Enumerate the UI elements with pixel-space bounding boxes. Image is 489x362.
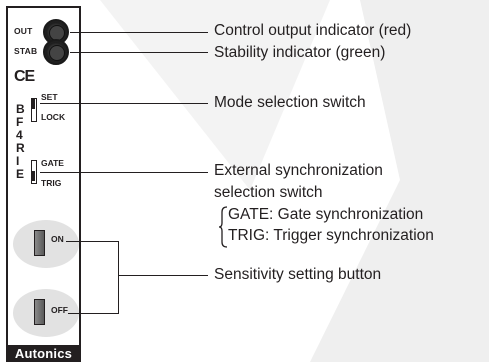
mode-selection-switch[interactable] [31, 98, 37, 122]
leader-sync-switch [40, 172, 208, 173]
sync-switch-knob [32, 171, 35, 181]
leader-on-button [66, 241, 118, 242]
leader-mode-switch [40, 103, 208, 104]
callout-sensitivity: Sensitivity setting button [214, 266, 382, 283]
ce-mark: CE [14, 68, 35, 85]
off-label: OFF [51, 305, 68, 315]
leader-sensitivity [118, 275, 208, 276]
callout-control-output: Control output indicator (red) [214, 22, 412, 39]
mode-switch-knob [32, 99, 35, 109]
model-char: E [16, 167, 25, 181]
out-indicator-label: OUT [14, 26, 33, 36]
stab-indicator-label: STAB [14, 46, 38, 56]
model-char: 4 [16, 128, 23, 142]
callout-sync-line1: External synchronization [214, 162, 383, 179]
brace-icon [218, 206, 228, 248]
on-button-area [13, 220, 79, 268]
leader-stability [70, 52, 208, 53]
model-char: I [16, 154, 20, 168]
lock-label: LOCK [41, 112, 66, 122]
callout-sync-line2: selection switch [214, 184, 323, 201]
model-char: R [16, 141, 25, 155]
on-label: ON [51, 234, 64, 244]
leader-control-output [70, 32, 208, 33]
callout-stability: Stability indicator (green) [214, 44, 386, 61]
callout-gate-desc: GATE: Gate synchronization [228, 206, 424, 223]
leader-bracket [118, 241, 119, 314]
callout-mode-switch: Mode selection switch [214, 94, 366, 111]
leader-off-button [68, 313, 118, 314]
gate-label: GATE [41, 158, 64, 168]
trig-label: TRIG [41, 178, 62, 188]
brand-logo: Autonics [6, 345, 81, 362]
model-char: B [16, 102, 25, 116]
stability-led [43, 39, 69, 65]
set-label: SET [41, 92, 58, 102]
callout-trig-desc: TRIG: Trigger synchronization [228, 227, 434, 244]
off-button[interactable] [34, 299, 45, 325]
on-button[interactable] [34, 230, 45, 256]
sync-selection-switch[interactable] [31, 160, 37, 184]
model-char: F [16, 115, 24, 129]
